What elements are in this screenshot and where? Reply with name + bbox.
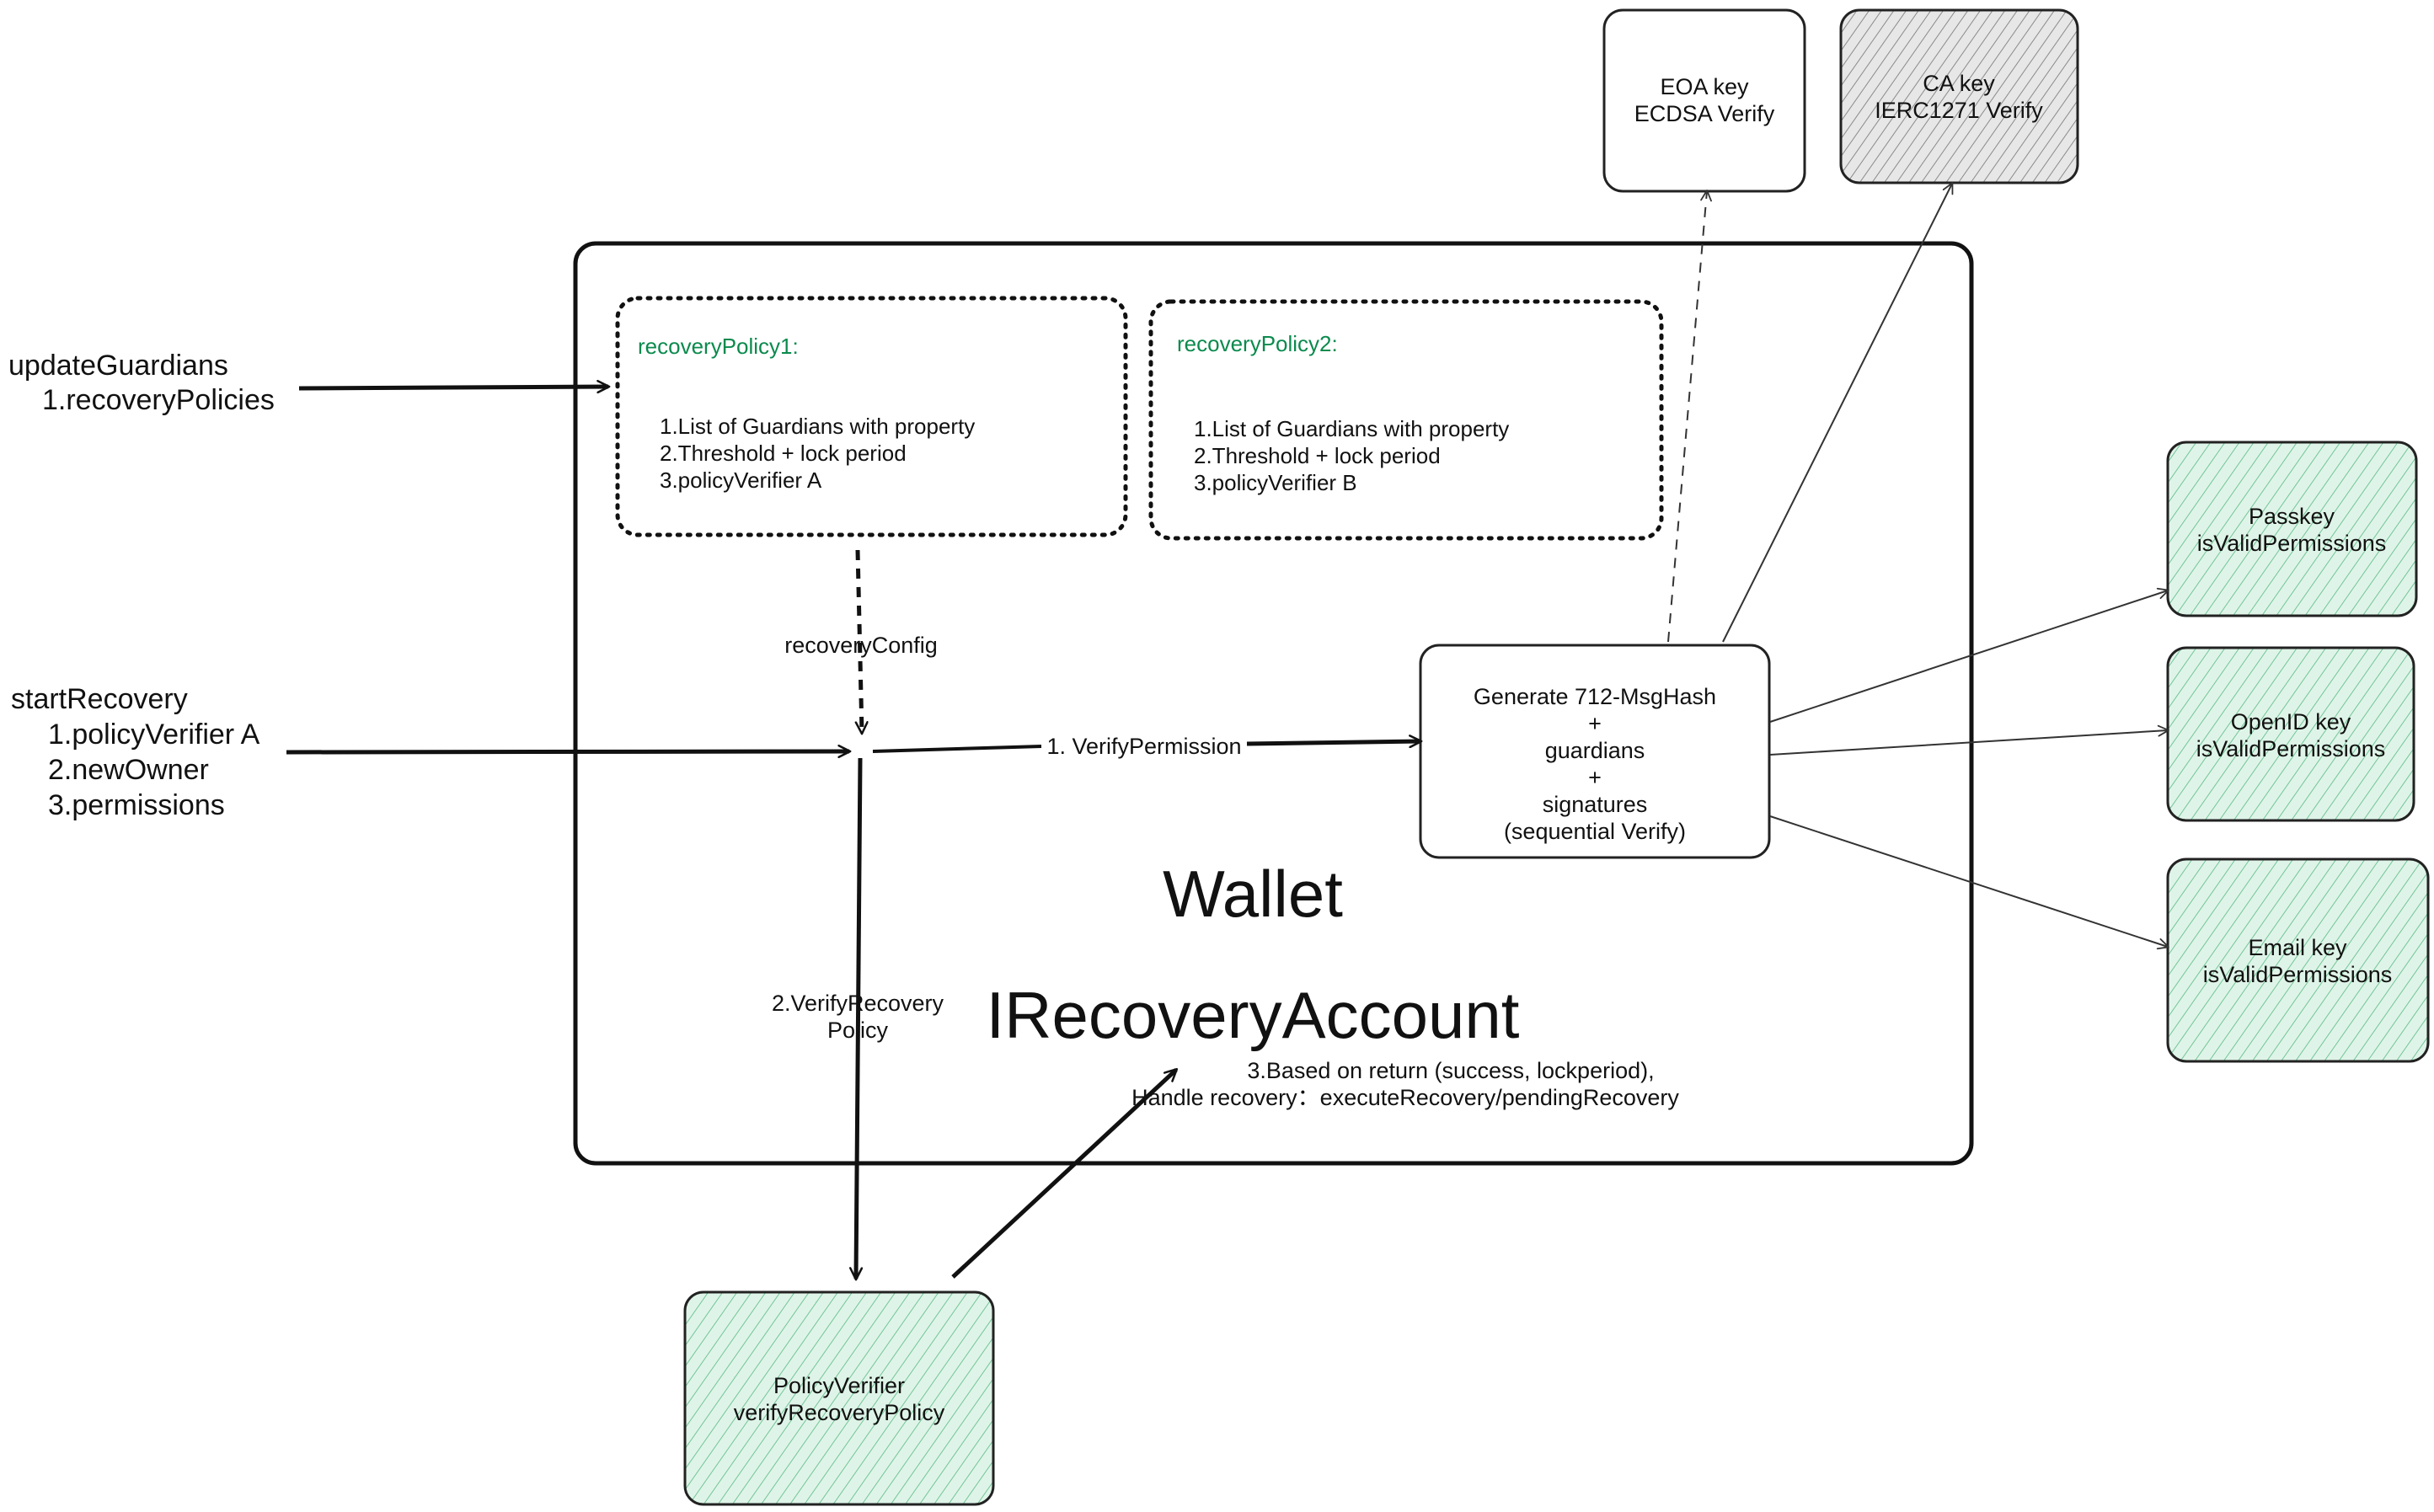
passkey-box — [2166, 441, 2418, 617]
message-box-line-4: + — [1588, 765, 1602, 790]
message-box-line-2: + — [1588, 711, 1602, 736]
eoa-key-line-1: EOA key — [1660, 74, 1749, 99]
recovery-policy-1-line-1: 1.List of Guardians with property — [660, 414, 975, 439]
message-box-line-1: Generate 712-MsgHash — [1474, 684, 1716, 709]
eoa-verify-arrow — [1667, 190, 1712, 643]
email-arrow — [1769, 815, 2169, 950]
openid-arrow — [1769, 724, 2169, 756]
recovery-config-arrow — [858, 549, 862, 733]
wallet-container — [573, 241, 1974, 1166]
passkey-line-1: Passkey — [2249, 504, 2335, 529]
email-key-line-2: isValidPermissions — [2203, 962, 2393, 987]
message-generation-box — [1419, 644, 1771, 859]
recovery-policy-2-title: recoveryPolicy2: — [1177, 331, 1338, 356]
update-guardians-title: updateGuardians — [8, 350, 228, 382]
handle-recovery-arrow — [951, 1070, 1176, 1279]
update-guardians-item-1: 1.recoveryPolicies — [42, 384, 275, 416]
verify-recovery-policy-label-line-2: Policy — [827, 1018, 889, 1043]
recovery-policy-2-line-1: 1.List of Guardians with property — [1194, 416, 1509, 441]
eoa-key-line-2: ECDSA Verify — [1634, 101, 1775, 126]
recovery-policy-2-box — [1148, 299, 1664, 541]
recovery-policy-1-line-2: 2.Threshold + lock period — [660, 441, 907, 466]
policy-verifier-line-2: verifyRecoveryPolicy — [734, 1400, 945, 1425]
passkey-line-2: isValidPermissions — [2197, 531, 2387, 556]
recovery-policy-2-line-2: 2.Threshold + lock period — [1194, 443, 1441, 468]
recovery-config-label: recoveryConfig — [784, 633, 938, 658]
update-guardians-arrow — [298, 387, 608, 388]
start-recovery-arrow — [286, 751, 849, 752]
verify-permission-line-left — [872, 745, 1042, 753]
verify-recovery-policy-label-line-1: 2.VerifyRecovery — [772, 991, 944, 1016]
openid-key-line-2: isValidPermissions — [2196, 736, 2386, 761]
recovery-policy-1-title: recoveryPolicy1: — [638, 334, 799, 359]
handle-recovery-label-line-2: Handle recovery：executeRecovery/pendingR… — [1131, 1085, 1679, 1110]
ca-verify-arrow — [1722, 182, 1954, 643]
policy-verifier-line-1: PolicyVerifier — [773, 1373, 905, 1398]
passkey-arrow — [1769, 587, 2169, 723]
recovery-policy-2-line-3: 3.policyVerifier B — [1194, 470, 1357, 495]
policy-verifier-box — [683, 1290, 995, 1506]
recovery-policy-1-line-3: 3.policyVerifier A — [660, 467, 822, 493]
ca-key-line-2: IERC1271 Verify — [1875, 98, 2043, 123]
wallet-title: Wallet — [1163, 857, 1343, 931]
recovery-policy-1-box — [615, 296, 1128, 537]
start-recovery-title: startRecovery — [11, 683, 188, 715]
handle-recovery-label-line-1: 3.Based on return (success, lockperiod), — [1247, 1058, 1654, 1083]
verify-recovery-policy-arrow — [856, 757, 860, 1279]
verify-permission-arrow — [1246, 741, 1420, 744]
start-recovery-item-1: 1.policyVerifier A — [48, 719, 260, 751]
openid-key-line-1: OpenID key — [2231, 709, 2351, 735]
message-box-line-5: signatures — [1543, 792, 1648, 817]
ca-key-box — [1839, 8, 2079, 184]
message-box-line-3: guardians — [1545, 738, 1645, 763]
email-key-box — [2166, 858, 2430, 1063]
start-recovery-item-3: 3.permissions — [48, 789, 225, 821]
message-box-line-6: (sequential Verify) — [1504, 819, 1686, 844]
start-recovery-item-2: 2.newOwner — [48, 754, 209, 786]
ca-key-line-1: CA key — [1923, 71, 1995, 96]
wallet-interface-title: IRecoveryAccount — [987, 978, 1520, 1052]
email-key-line-1: Email key — [2248, 935, 2347, 960]
verify-permission-label: 1. VerifyPermission — [1046, 734, 1241, 759]
